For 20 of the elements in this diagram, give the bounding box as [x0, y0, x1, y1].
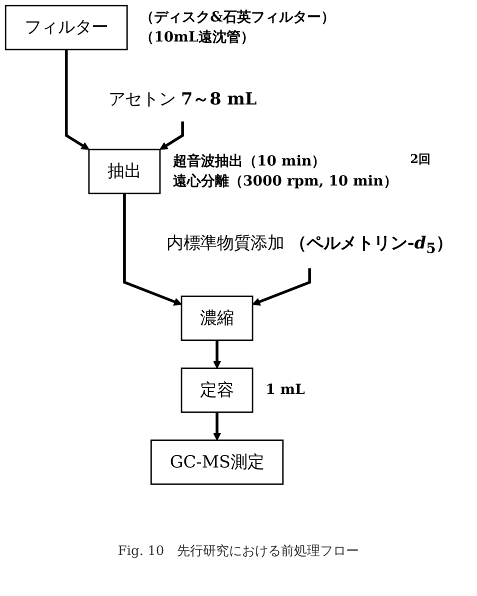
note-text: （ディスク&石英フィルター）	[140, 10, 335, 26]
node-text: アセトン 7～8 mL	[108, 90, 257, 110]
arrow	[212, 412, 222, 441]
node-box: 濃縮	[180, 296, 254, 341]
node-box: フィルター	[4, 4, 128, 50]
node-box: 抽出	[88, 148, 161, 194]
arrow	[64, 50, 90, 150]
arrow	[123, 193, 182, 306]
node-box: GC-MS測定	[150, 440, 284, 485]
note-text: 2回	[410, 152, 431, 166]
arrow	[252, 268, 312, 306]
note-text: 超音波抽出（10 min）	[173, 154, 326, 170]
node-box: 定容	[180, 368, 254, 413]
note-text: （10mL遠沈管）	[140, 29, 254, 46]
note-text: 1 mL	[266, 382, 305, 398]
node-text: 内標準物質添加 （ペルメトリン-d$_{5}$）	[166, 234, 453, 257]
arrow	[212, 340, 222, 369]
note-text: 遠心分離（3000 rpm, 10 min）	[173, 173, 398, 190]
caption: Fig. 10 先行研究における前処理フロー	[118, 544, 360, 559]
arrow	[160, 121, 184, 150]
